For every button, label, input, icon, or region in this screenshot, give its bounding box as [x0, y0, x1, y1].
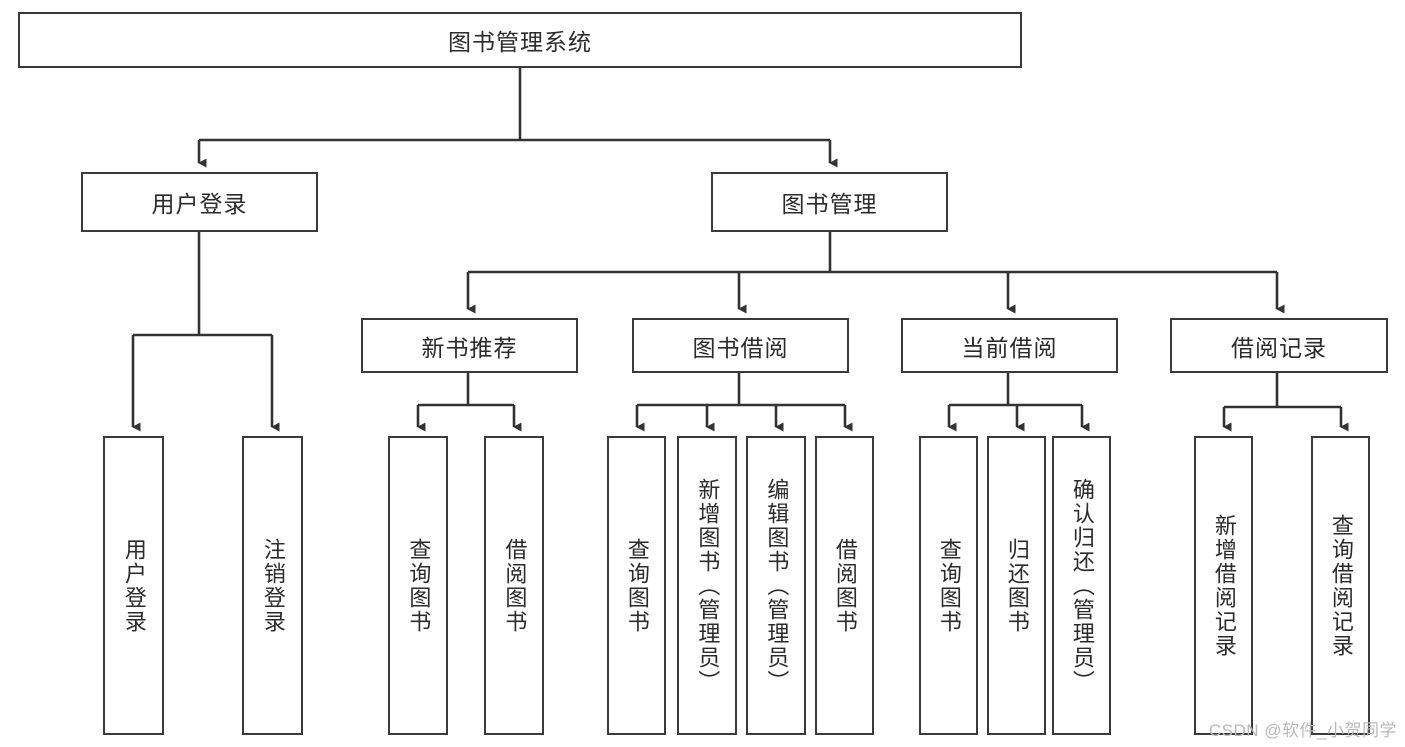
node-label: 查询借阅记录 — [1328, 513, 1354, 658]
node-leaf-return-book[interactable]: 归还图书 — [987, 436, 1046, 735]
node-label: 用户登录 — [121, 537, 147, 634]
node-label: 用户登录 — [151, 191, 248, 217]
node-label: 查询图书 — [936, 537, 962, 634]
edge-user-login-to-leaves — [131, 232, 280, 432]
node-label: 归还图书 — [1004, 537, 1030, 634]
node-current-borrow[interactable]: 当前借阅 — [901, 318, 1118, 373]
node-label: 确认归还（管理员） — [1069, 477, 1095, 694]
node-label: 查询图书 — [406, 537, 432, 634]
node-leaf-confirm-return[interactable]: 确认归还（管理员） — [1052, 436, 1111, 735]
edge-root-to-level1 — [197, 68, 838, 168]
node-label: 编辑图书（管理员） — [764, 477, 790, 694]
node-book-borrow[interactable]: 图书借阅 — [632, 318, 849, 373]
node-label: 新增图书（管理员） — [695, 477, 721, 694]
edge-borrow-record-to-leaves — [1222, 373, 1349, 432]
node-leaf-user-login[interactable]: 用户登录 — [103, 436, 164, 735]
node-label: 新增借阅记录 — [1211, 513, 1237, 658]
edge-current-borrow-to-leaves — [947, 373, 1090, 432]
node-root-system[interactable]: 图书管理系统 — [18, 12, 1022, 68]
node-label: 图书管理 — [781, 191, 878, 217]
watermark-text: CSDN @软件_小贺同学 — [1208, 721, 1397, 740]
node-label: 图书借阅 — [692, 334, 789, 361]
node-label: 借阅记录 — [1231, 334, 1327, 361]
node-leaf-query-book-borrow[interactable]: 查询图书 — [607, 436, 666, 735]
node-label: 图书管理系统 — [448, 29, 592, 55]
edge-book-borrow-to-leaves — [635, 373, 853, 432]
node-label: 新书推荐 — [421, 334, 518, 361]
node-label: 查询图书 — [624, 537, 650, 634]
node-leaf-borrow-book[interactable]: 借阅图书 — [815, 436, 874, 735]
node-borrow-record[interactable]: 借阅记录 — [1170, 318, 1388, 373]
edge-new-book-recommend-to-leaves — [416, 373, 522, 432]
node-leaf-logout[interactable]: 注销登录 — [242, 436, 303, 735]
node-label: 注销登录 — [260, 537, 286, 634]
node-label: 借阅图书 — [502, 537, 528, 634]
node-book-management[interactable]: 图书管理 — [711, 172, 948, 232]
node-leaf-add-book[interactable]: 新增图书（管理员） — [677, 436, 737, 735]
node-leaf-query-borrow-record[interactable]: 查询借阅记录 — [1311, 436, 1370, 735]
node-leaf-add-borrow-record[interactable]: 新增借阅记录 — [1194, 436, 1253, 735]
node-label: 当前借阅 — [961, 334, 1058, 361]
node-leaf-borrow-book-recommend[interactable]: 借阅图书 — [484, 436, 544, 735]
node-label: 借阅图书 — [832, 537, 858, 634]
node-new-book-recommend[interactable]: 新书推荐 — [361, 318, 578, 373]
node-leaf-query-book-recommend[interactable]: 查询图书 — [388, 436, 448, 735]
node-leaf-edit-book[interactable]: 编辑图书（管理员） — [746, 436, 806, 735]
node-leaf-query-book-current[interactable]: 查询图书 — [919, 436, 978, 735]
edge-book-management-to-level2 — [466, 232, 1285, 314]
node-user-login[interactable]: 用户登录 — [81, 172, 318, 232]
